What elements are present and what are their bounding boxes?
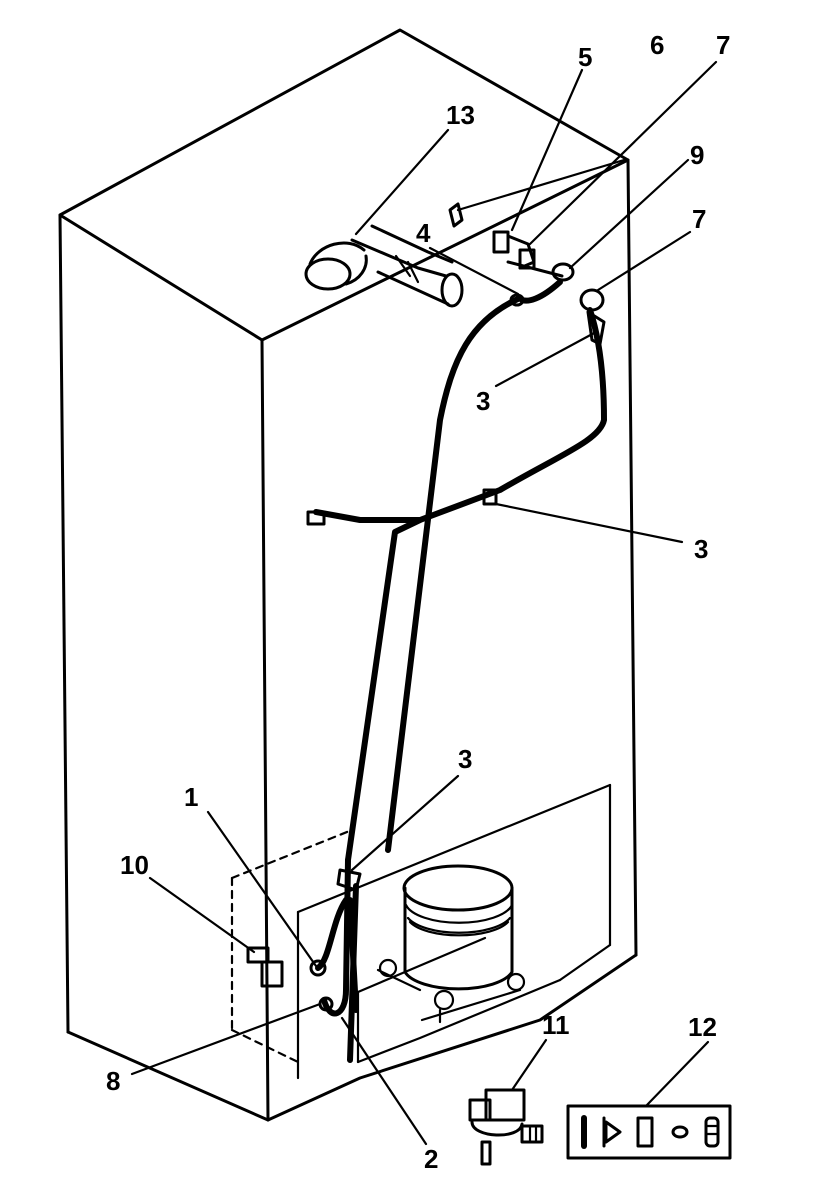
duct-hose: [304, 224, 464, 308]
callout-2: 2: [424, 1144, 438, 1174]
wiring-label-part-12: [566, 1104, 732, 1160]
wire-harness: [306, 279, 607, 1063]
callout-13: 13: [446, 100, 475, 130]
bracket-part-6: [492, 230, 510, 254]
bracket-part-10: [246, 946, 284, 988]
callout-8: 8: [106, 1066, 120, 1096]
callout-7-mid: 7: [692, 204, 706, 234]
callout-3-lower: 3: [458, 744, 472, 774]
refrigerator-cabinet: [58, 28, 638, 1122]
callout-4: 4: [416, 218, 431, 248]
callout-7-top: 7: [716, 30, 730, 60]
callout-6: 6: [650, 30, 664, 60]
callout-5: 5: [578, 42, 592, 72]
connector-part-7: [579, 288, 605, 312]
callout-9: 9: [690, 140, 704, 170]
callout-12: 12: [688, 1012, 717, 1042]
callout-3-upper: 3: [476, 386, 490, 416]
top-components: [448, 202, 606, 346]
callout-3-right: 3: [694, 534, 708, 564]
callout-1: 1: [184, 782, 198, 812]
clip-part-5: [448, 202, 464, 228]
callout-11: 11: [542, 1010, 570, 1040]
compressor: [376, 864, 526, 1024]
leader-lines: [130, 60, 718, 1146]
callouts: 5 6 7 13 9 4 7 3 3 3 1 10 11 12 8 2: [106, 30, 730, 1174]
callout-10: 10: [120, 850, 149, 880]
grommet-part-9: [551, 262, 575, 282]
water-valve-part-11: [468, 1088, 544, 1166]
